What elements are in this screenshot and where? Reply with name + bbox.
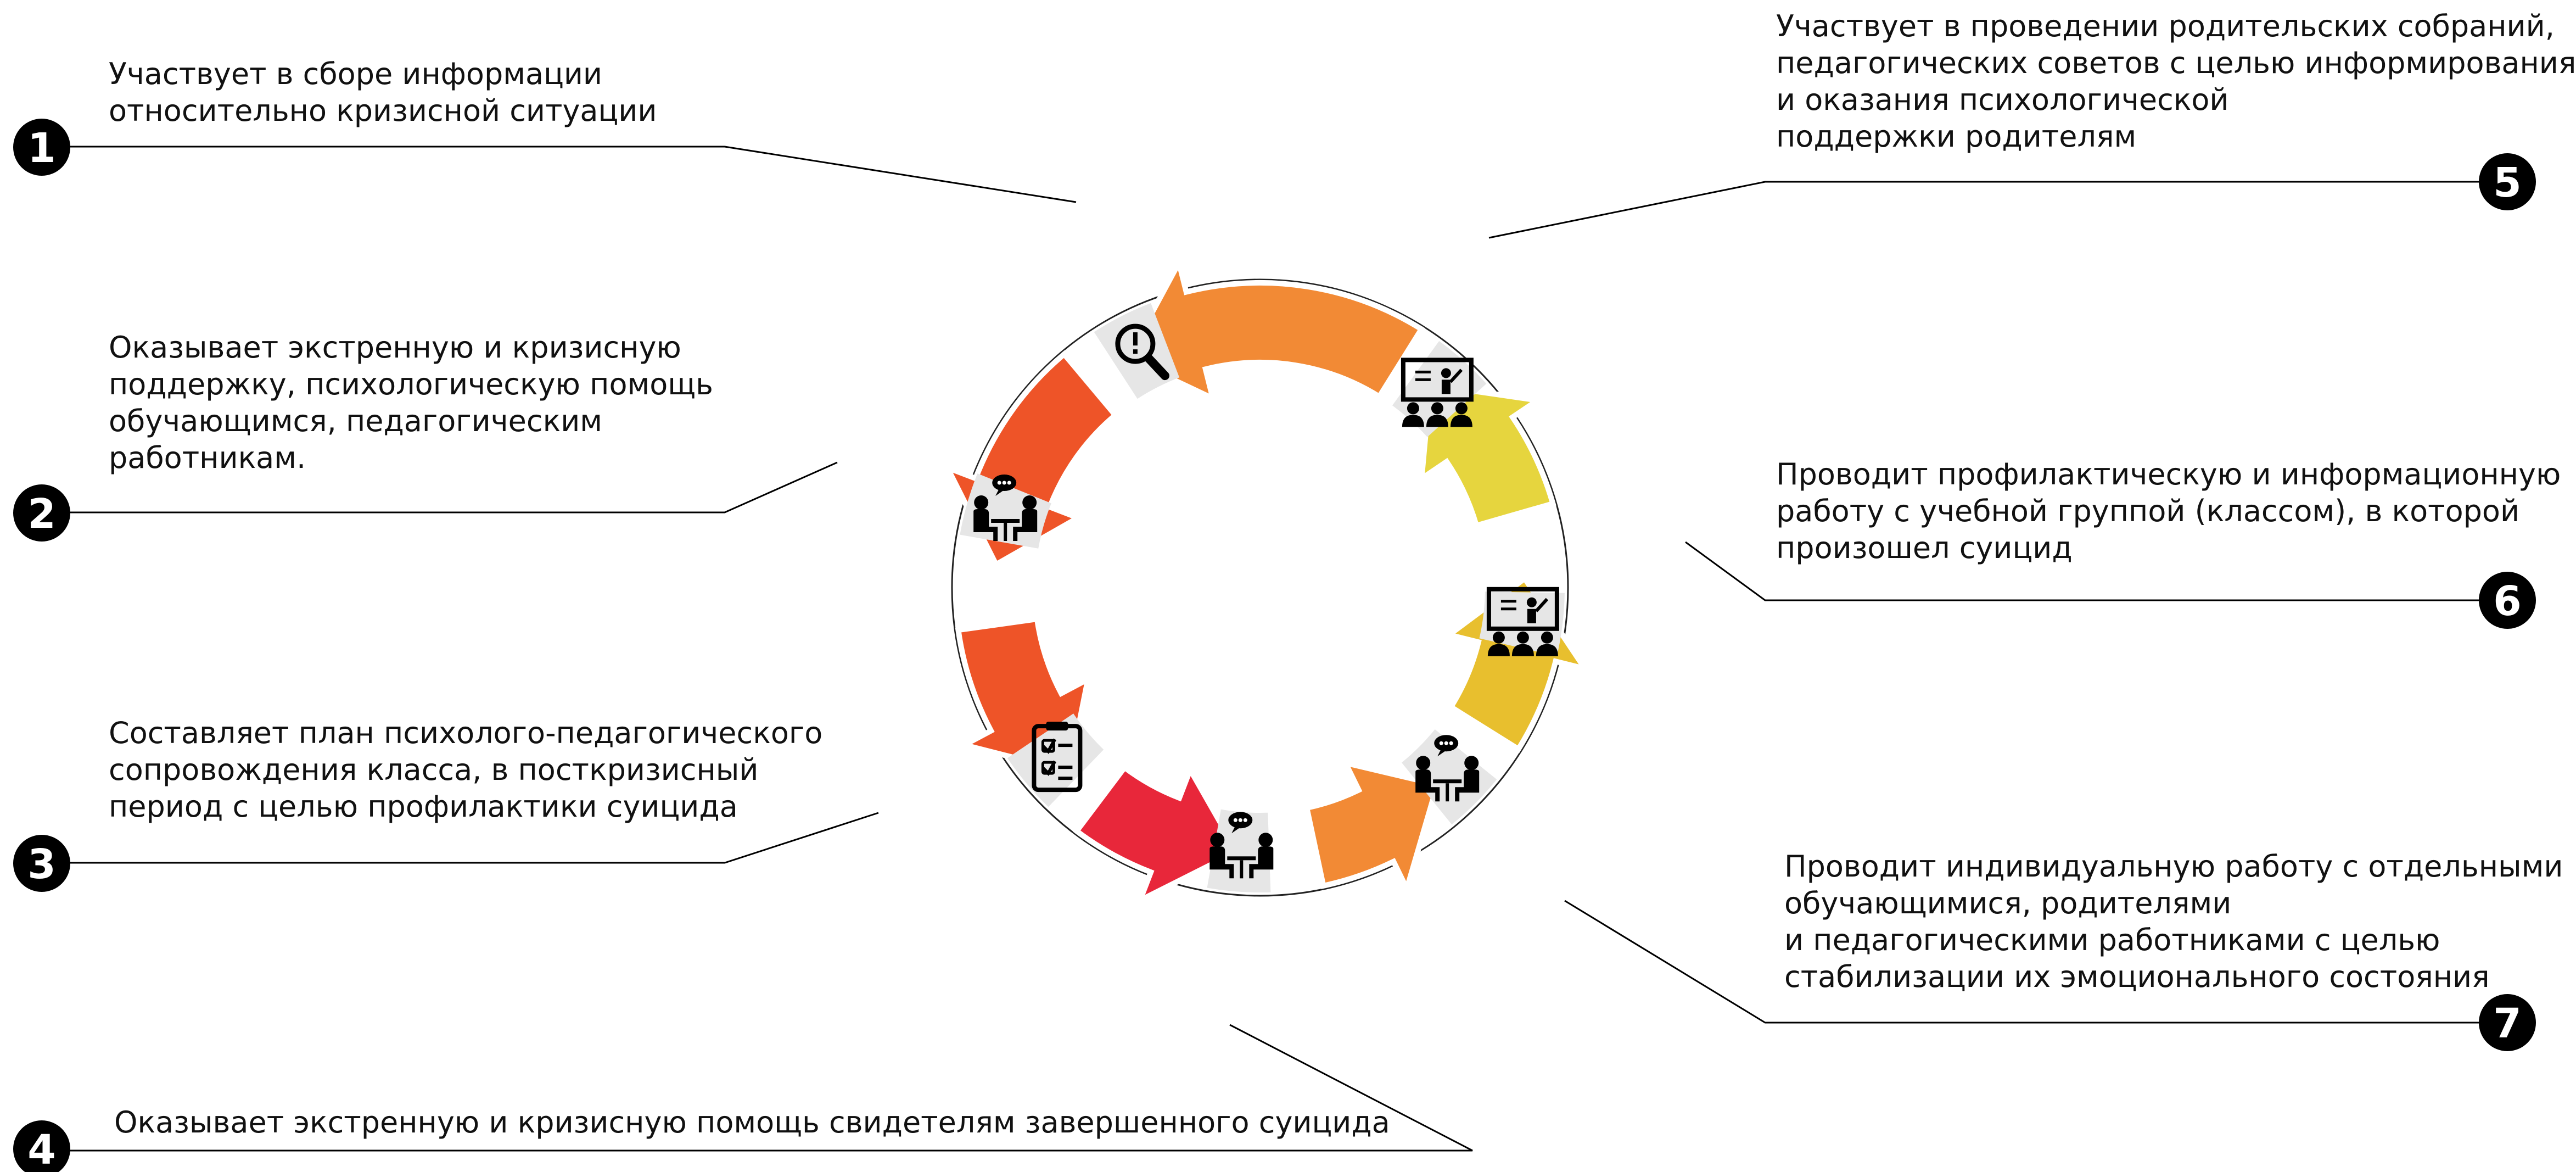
step-4-badge: 4 (13, 1120, 70, 1172)
step-1-text: Участвует в сборе информации относительн… (109, 55, 657, 129)
step-2-text: Оказывает экстренную и кризисную поддерж… (109, 329, 713, 476)
step-1-badge: 1 (13, 119, 70, 176)
step-6-badge: 6 (2479, 572, 2536, 629)
step-5-line: Участвует в проведении родительских собр… (1776, 9, 2555, 43)
step-7-line: стабилизации их эмоционального состояния (1784, 959, 2490, 994)
leader-line-5 (1488, 181, 2525, 239)
icon-tile-4 (1207, 809, 1271, 893)
step-5-line: педагогических советов с целью информиро… (1776, 46, 2576, 80)
step-1-line: Участвует в сборе информации (109, 57, 603, 91)
counseling-icon (1209, 812, 1274, 879)
step-2-number: 2 (27, 490, 56, 538)
step-3-number: 3 (27, 841, 56, 888)
step-5-text: Участвует в проведении родительских собр… (1776, 8, 2576, 155)
step-6-line: произошел суицид (1776, 531, 2073, 565)
step-3-line: сопровождения класса, в посткризисный (109, 752, 759, 787)
presentation-icon (1401, 358, 1474, 427)
step-6-line: Проводит профилактическую и информационн… (1776, 457, 2561, 492)
step-7-number: 7 (2493, 1000, 2522, 1047)
step-2-line: поддержку, психологическую помощь (109, 367, 713, 401)
magnifier-exclamation-icon (1115, 323, 1169, 381)
step-5-number: 5 (2493, 159, 2522, 207)
arrow-top (1123, 255, 1425, 404)
outer-ring (951, 278, 1569, 897)
step-6-line: работу с учебной группой (классом), в ко… (1776, 494, 2520, 528)
step-4-text: Оказывает экстренную и кризисную помощь … (114, 1104, 1390, 1141)
leader-line-6 (1685, 541, 2525, 601)
icon-tile-7 (1402, 729, 1497, 825)
leader-line-2 (68, 461, 838, 514)
step-4-number: 4 (27, 1126, 56, 1172)
step-3-line: Составляет план психолого-педагогическог… (109, 716, 823, 750)
leader-line-7 (1564, 900, 2525, 1024)
step-6-text: Проводит профилактическую и информационн… (1776, 456, 2561, 566)
step-7-line: обучающимися, родителями (1784, 886, 2232, 920)
step-3-text: Составляет план психолого-педагогическог… (109, 715, 822, 825)
step-2-line: обучающимся, педагогическим (109, 404, 603, 438)
step-3-badge: 3 (13, 835, 70, 892)
step-7-line: Проводит индивидуальную работу с отдельн… (1784, 849, 2563, 884)
step-7-line: и педагогическими работниками с целью (1784, 923, 2440, 957)
step-2-line: Оказывает экстренную и кризисную (109, 330, 681, 365)
leader-line-1 (68, 146, 1077, 203)
step-7-badge: 7 (2479, 994, 2536, 1051)
step-6-number: 6 (2493, 578, 2522, 625)
step-5-line: поддержки родителям (1776, 119, 2137, 154)
step-5-line: и оказания психологической (1776, 82, 2229, 117)
leader-line-4 (68, 1024, 1473, 1152)
presentation-icon (1486, 587, 1559, 656)
step-7-text: Проводит индивидуальную работу с отдельн… (1784, 848, 2563, 995)
step-2-badge: 2 (13, 484, 70, 542)
checklist-icon (1032, 722, 1083, 793)
counseling-icon (1415, 735, 1480, 802)
step-4-line: Оказывает экстренную и кризисную помощь … (114, 1105, 1390, 1140)
counseling-icon (973, 475, 1038, 541)
step-1-number: 1 (27, 125, 56, 172)
step-1-line: относительно кризисной ситуации (109, 93, 657, 128)
step-3-line: период с целью профилактики суицида (109, 789, 738, 824)
step-2-line: работникам. (109, 440, 306, 475)
step-5-badge: 5 (2479, 153, 2536, 210)
leader-line-3 (68, 812, 879, 864)
